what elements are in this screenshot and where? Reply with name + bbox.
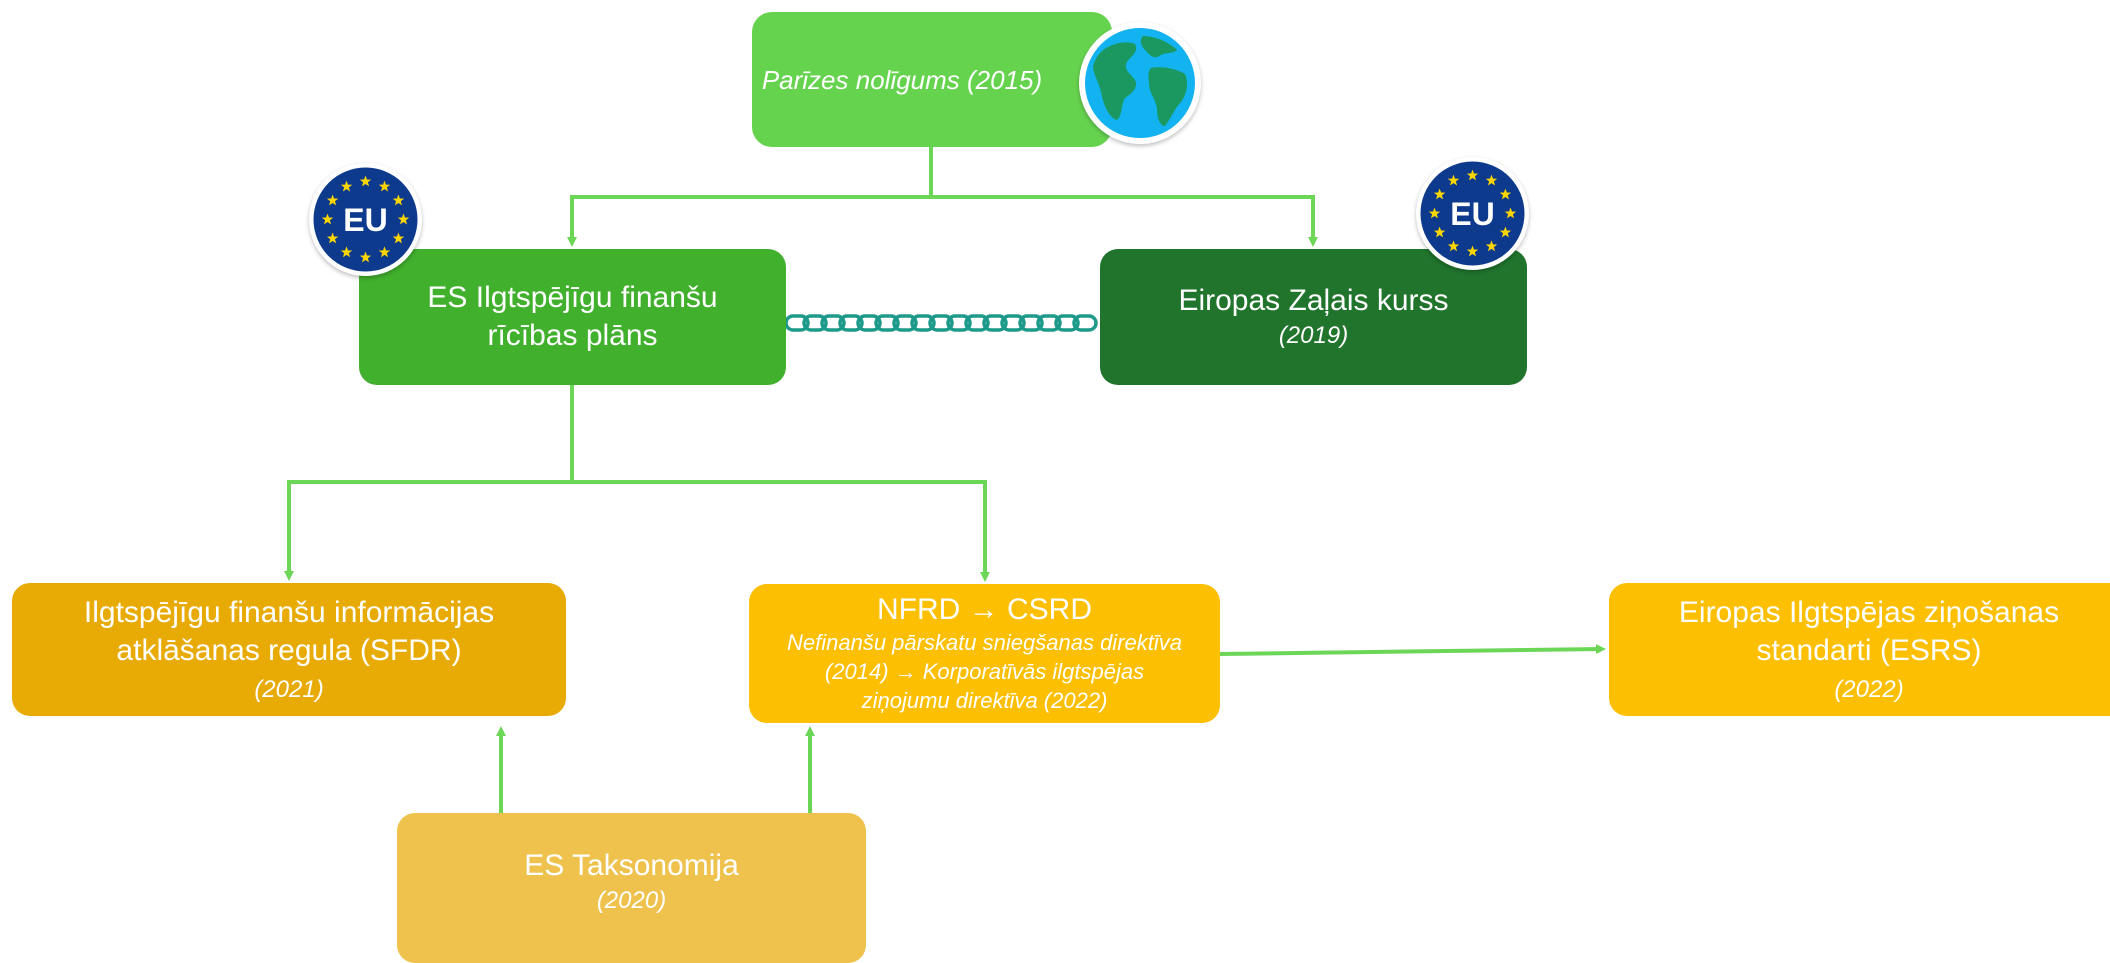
chain-link (1036, 314, 1062, 332)
chain-link (1054, 314, 1080, 332)
chain-link (1018, 314, 1044, 332)
sfdr-title-line1: Ilgtspējīgu finanšu informācijas (83, 595, 495, 629)
eu-star-icon (359, 175, 372, 187)
chain-link (802, 314, 828, 332)
eu-star-icon (326, 194, 339, 206)
chain-link (964, 314, 990, 332)
eu-star-icon (359, 251, 372, 263)
nfrd-csrd-description-line1: Nefinanšu pārskatu sniegšanas direktīva (786, 630, 1182, 655)
paris-agreement-node: Parīzes nolīgums (2015) (752, 12, 1112, 147)
eu-badge-icon: EU (309, 163, 422, 276)
eu-star-icon (326, 232, 339, 244)
esrs-node: Eiropas Ilgtspējas ziņošanas standarti (… (1609, 583, 2110, 716)
chain-link (928, 314, 954, 332)
action-plan-title-line1: ES Ilgtspējīgu finanšu (427, 281, 718, 314)
esrs-title-line1: Eiropas Ilgtspējas ziņošanas (1678, 595, 2060, 629)
taxonomy-title: ES Taksonomija (524, 849, 739, 882)
paris-to-plans-connector (567, 147, 1318, 247)
eu-star-icon (1499, 188, 1512, 200)
chain-link (982, 314, 1008, 332)
eu-star-icon (397, 213, 410, 225)
nfrd-csrd-node: NFRD → CSRD Nefinanšu pārskatu sniegšana… (749, 584, 1220, 723)
chain-link (910, 314, 936, 332)
eu-star-icon (321, 213, 334, 225)
eu-star-icon (1447, 240, 1460, 252)
action-plan-title-line2: rīcības plāns (487, 319, 658, 352)
eu-badge-label: EU (1450, 196, 1494, 232)
sfdr-node: Ilgtspējīgu finanšu informācijas atklāša… (12, 583, 566, 716)
chain-link (874, 314, 900, 332)
green-deal-year: (2019) (1278, 322, 1349, 349)
eu-star-icon (1466, 169, 1479, 181)
esrs-title-line2: standarti (ESRS) (1756, 633, 1982, 667)
eu-star-icon (1433, 188, 1446, 200)
action-plan-to-regulations-connector (284, 385, 990, 582)
eu-taxonomy-node: ES Taksonomija (2020) (397, 813, 866, 963)
chain-link (838, 314, 864, 332)
sfdr-title-line2: atklāšanas regula (SFDR) (116, 633, 462, 667)
eu-star-icon (1433, 226, 1446, 238)
sfdr-year: (2021) (254, 675, 324, 703)
eu-star-icon (378, 246, 391, 258)
eu-star-icon (378, 180, 391, 192)
eu-star-icon (1447, 174, 1460, 186)
nfrd-csrd-description-line3: ziņojumu direktīva (2022) (861, 688, 1108, 713)
eu-star-icon (340, 246, 353, 258)
chain-link (946, 314, 972, 332)
eu-star-icon (1466, 245, 1479, 257)
globe-icon (1079, 22, 1201, 144)
eu-star-icon (1428, 207, 1441, 219)
eu-flag-icon: EU (1420, 161, 1525, 266)
chain-link (784, 314, 810, 332)
esrs-year: (2022) (1834, 675, 1904, 703)
chain-link (892, 314, 918, 332)
chain-link (1072, 314, 1098, 332)
eu-star-icon (392, 232, 405, 244)
chain-link (820, 314, 846, 332)
eu-star-icon (340, 180, 353, 192)
eu-star-icon (1504, 207, 1517, 219)
chain-link (1000, 314, 1026, 332)
taxonomy-year: (2020) (596, 887, 667, 914)
paris-agreement-label: Parīzes nolīgums (2015) (761, 64, 1043, 95)
eu-badge-label: EU (343, 202, 387, 238)
connector-layer (284, 147, 1606, 813)
eu-star-icon (1499, 226, 1512, 238)
nfrd-to-esrs-connector (1219, 644, 1606, 656)
eu-sustainable-finance-action-plan-node: ES Ilgtspējīgu finanšu rīcības plāns (359, 249, 786, 385)
chain-icon (784, 314, 1098, 332)
eu-badge-icon: EU (1416, 157, 1529, 270)
chain-link (856, 314, 882, 332)
taxonomy-to-regulations-connector (496, 726, 815, 813)
european-green-deal-node: Eiropas Zaļais kurss (2019) (1100, 249, 1527, 385)
eu-flag-icon: EU (313, 167, 418, 272)
nfrd-csrd-description-line2: (2014) → Korporatīvās ilgtspējas (824, 659, 1145, 684)
green-deal-title: Eiropas Zaļais kurss (1178, 284, 1449, 317)
eu-star-icon (392, 194, 405, 206)
eu-star-icon (1485, 240, 1498, 252)
nfrd-csrd-title: NFRD → CSRD (877, 593, 1092, 626)
eu-star-icon (1485, 174, 1498, 186)
